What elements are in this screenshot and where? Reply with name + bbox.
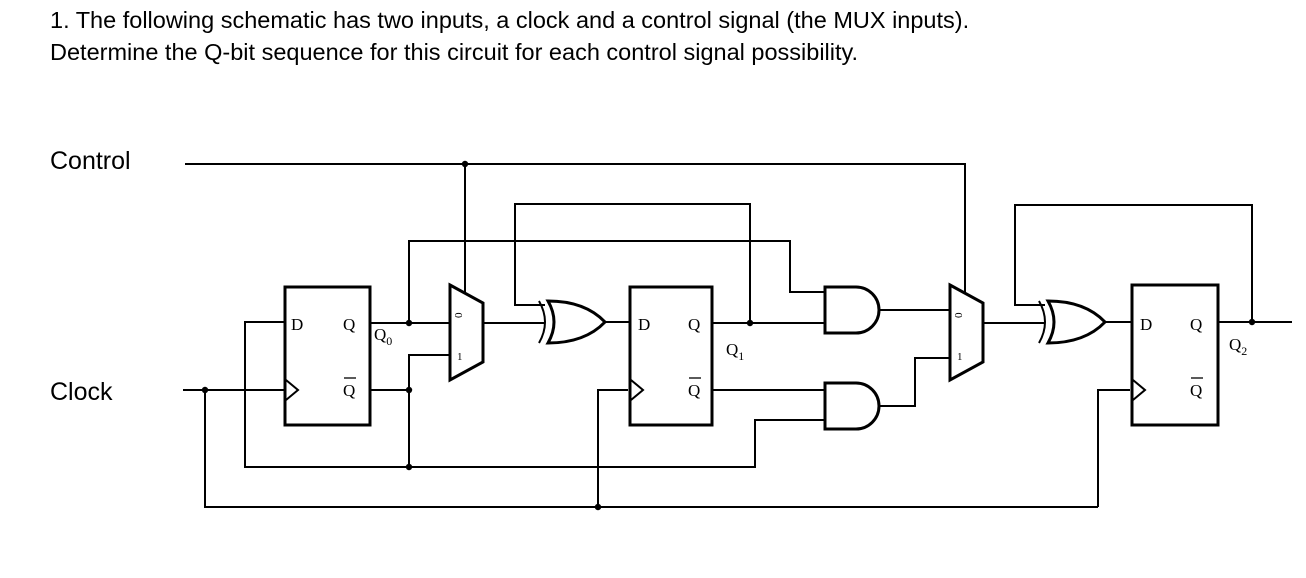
mux2-in0-label: 0 [953, 312, 965, 318]
ff1-qbar-label: Q [688, 381, 700, 400]
ff0-output-subscript: 0 [386, 334, 392, 348]
ff0-qbar-label: Q [343, 381, 355, 400]
flip-flop-2: D Q Q Q2 [1130, 283, 1247, 427]
q2-feedback-wire [1014, 204, 1253, 322]
question-line-2: Determine the Q-bit sequence for this ci… [50, 39, 859, 65]
clock-input-triangle-icon [630, 379, 645, 401]
clock-input-triangle-icon [285, 379, 300, 401]
ff2-output-subscript: 2 [1241, 344, 1247, 358]
xor-gate-1 [538, 299, 608, 345]
clock-bus-wire [204, 390, 1098, 508]
flip-flop-1: D Q Q Q1 [628, 285, 744, 427]
ff2-qbar-label: Q [1190, 381, 1202, 400]
mux-2: 0 1 [948, 282, 985, 383]
ff0-q-label: Q [343, 315, 355, 334]
control-wire [185, 163, 966, 305]
ff1-d-label: D [638, 315, 650, 334]
junctions [201, 160, 1256, 511]
xor-gate-icon [1045, 299, 1108, 345]
mux1-in1-label: 1 [457, 351, 463, 363]
mux1-in0-label: 0 [453, 312, 465, 318]
mux-1: 0 1 [448, 282, 485, 383]
ff1-output-subscript: 1 [738, 349, 744, 363]
qbar0-to-and2-wire [409, 419, 825, 468]
ff2-q-label: Q [1190, 315, 1202, 334]
q1-feedback-wire [514, 203, 751, 323]
svg-text:Q1: Q1 [726, 340, 744, 363]
ff1-q-label: Q [688, 315, 700, 334]
q0-to-and1-wire [408, 240, 825, 323]
and-gate-icon [823, 381, 881, 431]
ff0-d-label: D [291, 315, 303, 334]
mux2-in1-label: 1 [957, 351, 963, 363]
control-label: Control [50, 147, 131, 175]
xor-gate-icon [545, 299, 608, 345]
ff0-output-label: Q [374, 325, 386, 344]
question-text: 1. The following schematic has two input… [50, 4, 1280, 68]
svg-text:Q0: Q0 [374, 325, 392, 348]
flip-flop-0: D Q Q Q0 [283, 285, 392, 427]
mux-icon [448, 282, 485, 383]
xor-gate-2 [1038, 299, 1108, 345]
svg-text:Q2: Q2 [1229, 335, 1247, 358]
and-gate-2 [823, 381, 881, 431]
mux-icon [948, 282, 985, 383]
and-gate-icon [823, 285, 881, 335]
clock-input-triangle-icon [1132, 379, 1147, 401]
clock-label: Clock [50, 378, 113, 406]
wires [183, 163, 1292, 508]
clock-to-ff2-wire [1097, 389, 1130, 507]
clock-to-ff1-wire [597, 389, 628, 507]
ff2-output-label: Q [1229, 335, 1241, 354]
and-gate-1 [823, 285, 881, 335]
question-line-1: 1. The following schematic has two input… [50, 7, 970, 33]
ff1-output-label: Q [726, 340, 738, 359]
qbar0-to-mux1-wire [408, 354, 450, 390]
ff2-d-label: D [1140, 315, 1152, 334]
and2-to-mux2-wire [880, 357, 950, 407]
ff0-feedback-wire [244, 321, 410, 468]
